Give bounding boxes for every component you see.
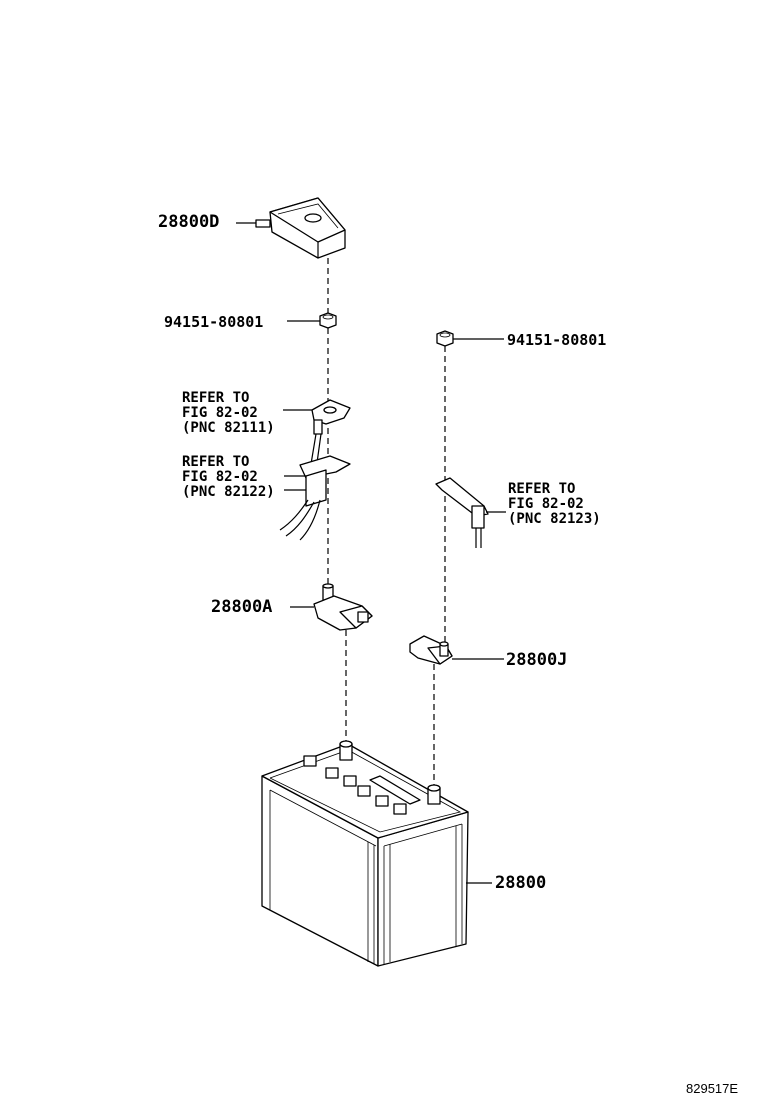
label-nut-right: 94151-80801 [507,331,607,349]
refer-1-line-2: FIG 82-02 [182,405,258,421]
refer-3-line-1: REFER TO [508,481,576,497]
label-negative-terminal: 28800J [506,650,568,670]
nut-left-part [319,312,337,329]
positive-terminal-part [313,583,373,631]
label-refer-2: REFER TO FIG 82-02 (PNC 82122) [182,455,275,500]
refer-3-line-3: (PNC 82123) [508,511,601,527]
label-nut-left: 94151-80801 [164,313,264,331]
label-refer-1: REFER TO FIG 82-02 (PNC 82111) [182,391,275,436]
battery-cover-part [255,197,346,259]
label-battery-cover: 28800D [158,212,220,232]
figure-code: 829517E [686,1081,739,1096]
refer-2-line-2: FIG 82-02 [182,469,258,485]
cable-terminal-upper-part [309,399,351,471]
refer-3-line-2: FIG 82-02 [508,496,584,512]
negative-terminal-part [409,635,453,665]
refer-2-line-3: (PNC 82122) [182,484,275,500]
nut-right-part [436,330,454,347]
label-battery: 28800 [495,873,547,893]
refer-1-line-3: (PNC 82111) [182,420,275,436]
label-positive-terminal: 28800A [211,597,273,617]
refer-2-line-1: REFER TO [182,454,250,470]
battery-part [261,740,469,967]
refer-1-line-1: REFER TO [182,390,250,406]
cable-bracket-right-part [435,477,489,548]
label-refer-3: REFER TO FIG 82-02 (PNC 82123) [508,482,601,527]
cable-bracket-left-part [279,455,351,541]
